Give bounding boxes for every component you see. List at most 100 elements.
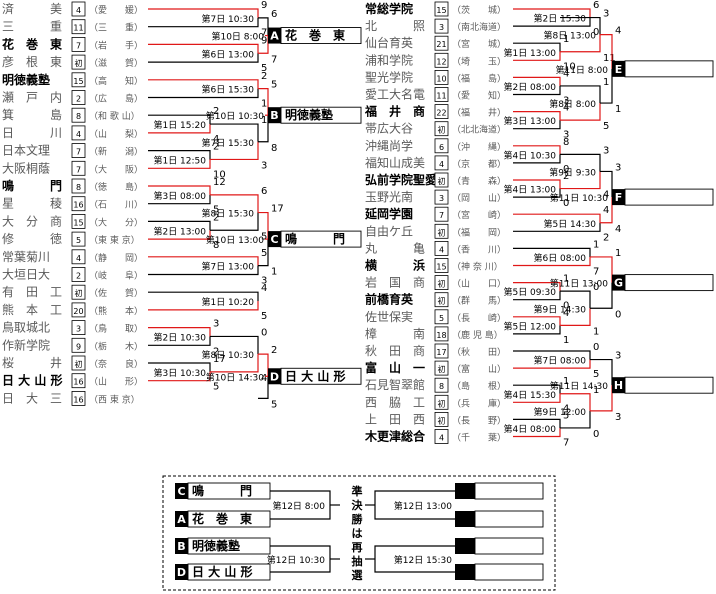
score: 9 <box>261 35 267 46</box>
bracket-line <box>513 8 591 18</box>
prefecture: （山 形） <box>89 376 143 388</box>
game-time: 第3日 08:00 <box>153 190 206 202</box>
score: 5 <box>261 311 267 322</box>
game-time: 第4日 13:00 <box>503 184 556 196</box>
bracket-line <box>513 154 561 164</box>
appearance-count-box <box>71 320 86 336</box>
bracket-line <box>148 159 211 169</box>
team-name: 明徳義塾 <box>2 72 50 87</box>
appearance-count: 7 <box>76 41 81 50</box>
team-name: 延岡学園 <box>364 206 413 221</box>
bracket-line <box>148 185 211 195</box>
bracket-line <box>258 211 269 240</box>
semifinal-slot-badge <box>455 511 475 527</box>
prefecture: （徳 島） <box>89 181 143 193</box>
bracket-line <box>148 256 259 266</box>
prefecture: （島 根） <box>452 380 506 392</box>
score: 1 <box>271 267 277 278</box>
team-name: 聖光学院 <box>365 69 413 84</box>
appearance-count-box <box>71 1 86 17</box>
qf-name: 日 大 山 形 <box>285 368 346 383</box>
bracket-line <box>513 316 561 326</box>
bracket-line <box>600 34 613 69</box>
prefecture: （三 重） <box>89 22 143 34</box>
score: 4 <box>213 134 219 145</box>
score: 4 <box>563 308 569 319</box>
score: 0 <box>593 282 599 293</box>
bracket-line <box>560 16 601 35</box>
score: 3 <box>563 130 569 141</box>
bracket-line <box>148 301 259 311</box>
prefecture: （鳥 取） <box>89 323 143 335</box>
bracket-line <box>590 282 613 309</box>
appearance-count: 8 <box>76 112 81 121</box>
score: 1 <box>593 239 599 250</box>
appearance-count: 6 <box>439 143 444 152</box>
appearance-count: 5 <box>439 314 444 323</box>
score: 1 <box>261 115 267 126</box>
appearance-count-box <box>434 206 449 222</box>
qf-box <box>624 188 714 206</box>
score: 6 <box>271 9 277 20</box>
bracket-line <box>210 335 259 355</box>
prefecture: （和 歌 山） <box>89 110 140 122</box>
bracket-line <box>560 85 601 104</box>
team-name: 石見智翠館 <box>365 377 425 392</box>
score: 1 <box>563 34 569 45</box>
bracket-line <box>560 308 591 326</box>
score: 2 <box>213 142 219 153</box>
appearance-count: 15 <box>436 6 446 15</box>
appearance-count: 初 <box>438 398 446 408</box>
qf-box <box>280 27 362 44</box>
bracket-line <box>513 222 601 232</box>
prefecture: （群 馬） <box>452 295 506 307</box>
appearance-count: 初 <box>438 364 446 374</box>
appearance-count: 初 <box>438 296 446 306</box>
appearance-count-box <box>71 231 86 247</box>
bracket-line <box>513 427 561 438</box>
score: 5 <box>271 80 277 91</box>
score: 1 <box>563 274 569 285</box>
appearance-count-box <box>434 70 449 85</box>
appearance-count: 7 <box>76 148 81 157</box>
game-time: 第8日 10:30 <box>201 349 254 361</box>
prefecture: （富 山） <box>452 363 506 375</box>
prefecture: （長 崎） <box>452 312 506 324</box>
score: 1 <box>615 248 621 259</box>
team-name: 福 井 商 <box>364 104 425 119</box>
semifinal-slot-badge <box>455 538 475 554</box>
appearance-count-box <box>434 52 449 68</box>
score: 4 <box>615 224 621 235</box>
appearance-count-box <box>71 337 86 353</box>
bracket-line <box>210 141 259 161</box>
appearance-count: 10 <box>436 74 446 83</box>
prefecture: （京 都） <box>452 158 506 170</box>
bracket-line <box>513 85 561 96</box>
bracket-line <box>210 123 259 142</box>
prefecture: （福 岡） <box>452 226 506 238</box>
qf-letter: E <box>615 63 623 76</box>
appearance-count-box <box>434 326 449 342</box>
bracket-line <box>590 385 613 412</box>
bracket-line <box>148 220 211 231</box>
qf-letter-badge <box>268 27 281 44</box>
game-time: 第7日 10:30 <box>201 13 254 25</box>
prefecture: （山 梨） <box>89 128 143 140</box>
prefecture: （福 島） <box>452 72 506 84</box>
appearance-count: 9 <box>76 342 81 351</box>
game-time: 第10日 8:00 <box>211 31 264 43</box>
qf-box <box>624 274 714 292</box>
team-name: 大垣日大 <box>2 268 50 282</box>
score: 7 <box>563 438 569 449</box>
bracket-line <box>148 53 259 63</box>
prefecture: （千 葉） <box>452 432 506 444</box>
appearance-count-box <box>434 155 449 171</box>
appearance-count: 2 <box>76 272 81 281</box>
bracket-line <box>513 120 561 130</box>
prefecture: （岡 山） <box>452 193 506 204</box>
prefecture: （兵 庫） <box>452 397 506 409</box>
prefecture: （西 東 京） <box>89 393 140 405</box>
score: 3 <box>261 160 267 171</box>
game-time: 第1日 12:50 <box>153 154 206 166</box>
